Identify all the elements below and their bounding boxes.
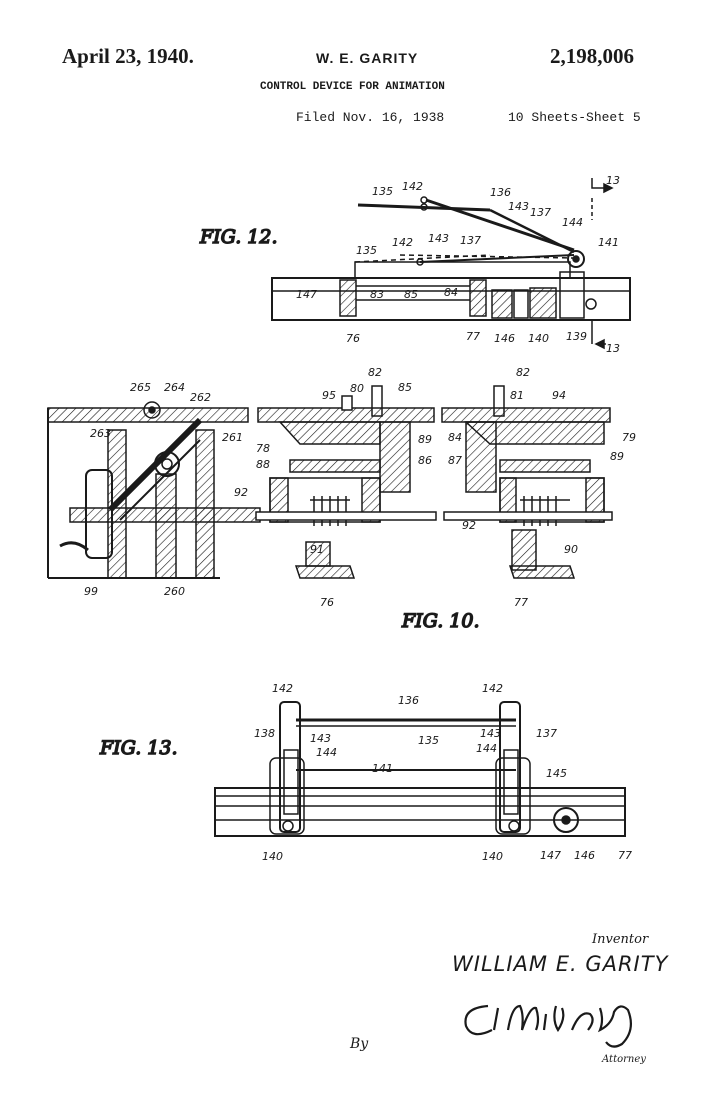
fig12-ref-numeral: 140 [528,332,549,345]
fig13-ref-numeral: 137 [536,727,557,740]
fig13-ref-numeral: 138 [254,727,275,740]
fig10-right-assembly [441,385,613,579]
fig13-ref-numeral: 141 [372,762,393,775]
attorney-label: Attorney [602,1054,646,1065]
fig10-ref-numeral: 80 [350,382,364,395]
fig13-ref-numeral: 143 [480,727,501,740]
fig12-ref-numeral: 135 [356,244,377,257]
inventor-signature-name: WILLIAM E. GARITY [452,952,669,976]
fig10-ref-numeral: 88 [256,458,270,471]
fig10-ref-numeral: 85 [398,381,412,394]
patent-number: 2,198,006 [550,44,634,68]
fig12-ref-numeral: 141 [598,236,619,249]
fig12-ref-numeral: 13 [606,174,620,187]
fig12-ref-numeral: 85 [404,288,418,301]
fig10-ref-numeral: 90 [564,543,578,556]
fig12-ref-numeral: 143 [428,232,449,245]
fig10-label: FIG. 10. [401,610,479,632]
fig13-ref-numeral: 144 [316,746,337,759]
fig10-ref-numeral: 95 [322,389,336,402]
fig10-ref-numeral: 89 [418,433,432,446]
fig12-ref-numeral: 137 [530,206,551,219]
fig13-label: FIG. 13. [99,737,177,759]
fig10-ref-numeral: 78 [256,442,270,455]
patent-title: CONTROL DEVICE FOR ANIMATION [260,81,445,93]
fig13-ref-numeral: 144 [476,742,497,755]
fig12-ref-numeral: 146 [494,332,515,345]
fig12-ref-numeral: 143 [508,200,529,213]
fig10-ref-numeral: 91 [310,543,324,556]
fig12-ref-numeral: 13 [606,342,620,355]
by-label: By [350,1036,369,1052]
fig13-ref-numeral: 147 [540,849,561,862]
fig10-ref-numeral: 263 [90,427,111,440]
inventor-label: Inventor [592,932,649,947]
fig12-ref-numeral: 84 [444,286,458,299]
fig10-ref-numeral: 77 [514,596,528,609]
fig10-ref-numeral: 87 [448,454,462,467]
fig13-ref-numeral: 142 [272,682,293,695]
fig12-ref-numeral: 142 [402,180,423,193]
fig13-ref-numeral: 146 [574,849,595,862]
fig10-ref-numeral: 84 [448,431,462,444]
fig12-ref-numeral: 147 [296,288,317,301]
attorney-signature [464,1004,633,1048]
fig10-ref-numeral: 82 [516,366,530,379]
fig12-ref-numeral: 135 [372,185,393,198]
fig10-ref-numeral: 99 [84,585,98,598]
fig12-ref-numeral: 139 [566,330,587,343]
fig12-label: FIG. 12. [199,226,277,248]
fig13-drawing [214,701,626,837]
fig12-ref-numeral: 77 [466,330,480,343]
fig12-ref-numeral: 76 [346,332,360,345]
fig13-ref-numeral: 142 [482,682,503,695]
fig10-ref-numeral: 264 [164,381,185,394]
fig10-ref-numeral: 81 [510,389,524,402]
fig12-drawing [271,178,631,350]
fig12-ref-numeral: 83 [370,288,384,301]
fig10-ref-numeral: 261 [222,431,243,444]
fig12-ref-numeral: 144 [562,216,583,229]
inventor-header: W. E. GARITY [316,50,419,66]
fig12-ref-numeral: 136 [490,186,511,199]
fig10-ref-numeral: 92 [234,486,248,499]
fig10-ref-numeral: 260 [164,585,185,598]
fig10-ref-numeral: 94 [552,389,566,402]
fig13-ref-numeral: 145 [546,767,567,780]
fig13-ref-numeral: 136 [398,694,419,707]
fig13-ref-numeral: 140 [482,850,503,863]
fig10-ref-numeral: 262 [190,391,211,404]
fig10-left-assembly [47,401,261,579]
fig12-ref-numeral: 137 [460,234,481,247]
fig13-ref-numeral: 135 [418,734,439,747]
sheet-count: 10 Sheets-Sheet 5 [508,110,641,125]
fig10-ref-numeral: 92 [462,519,476,532]
patent-date: April 23, 1940. [62,44,194,68]
fig10-ref-numeral: 89 [610,450,624,463]
fig13-ref-numeral: 140 [262,850,283,863]
fig10-ref-numeral: 86 [418,454,432,467]
fig10-ref-numeral: 76 [320,596,334,609]
fig12-ref-numeral: 142 [392,236,413,249]
fig10-ref-numeral: 265 [130,381,151,394]
fig10-ref-numeral: 79 [622,431,636,444]
fig13-ref-numeral: 77 [618,849,632,862]
fig13-ref-numeral: 143 [310,732,331,745]
fig10-ref-numeral: 82 [368,366,382,379]
filed-date: Filed Nov. 16, 1938 [296,110,445,125]
fig10-center-assembly [255,385,437,579]
